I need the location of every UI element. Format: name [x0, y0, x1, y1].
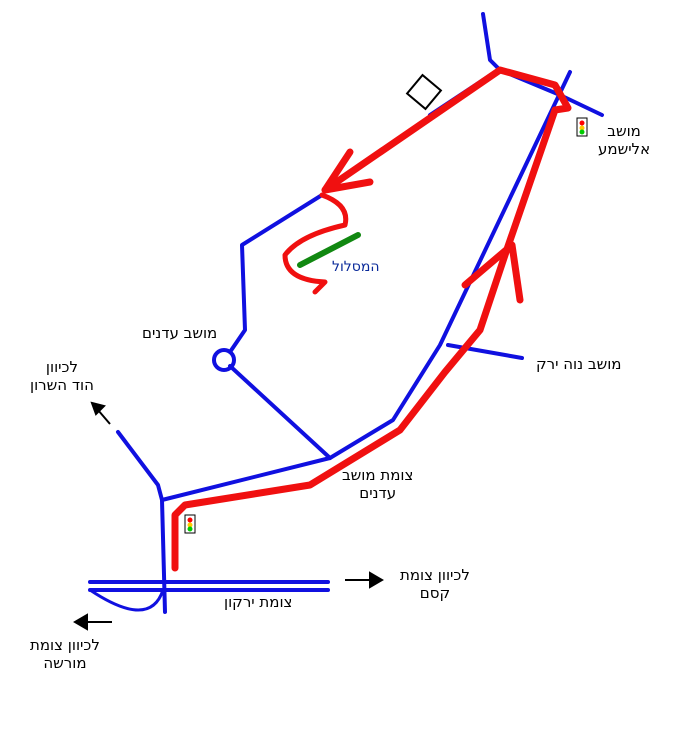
yarkon-ramp	[88, 588, 165, 612]
track-entry-route	[282, 192, 349, 295]
label-elishama: מושב אלישמע	[598, 122, 650, 158]
label-edanim-junction: צומת מושב עדנים	[342, 466, 413, 502]
route-arrowhead-east	[461, 241, 524, 304]
label-line: הוד השרון	[30, 376, 94, 394]
label-line: עדנים	[359, 484, 397, 502]
building-icon	[405, 73, 443, 111]
label-line: קסם	[419, 584, 451, 602]
label-edanim: מושב עדנים	[142, 324, 218, 342]
race-track	[297, 232, 361, 268]
label-line: מורשה	[43, 654, 87, 672]
driving-route	[171, 66, 572, 572]
neve-yarak-road	[446, 343, 524, 360]
hod-hasharon-road	[116, 430, 164, 502]
main-road	[160, 70, 572, 502]
edanim-roundabout	[212, 348, 236, 372]
edanim-road	[228, 364, 332, 460]
traffic-light-icon	[184, 514, 196, 534]
traffic-light-icon	[576, 117, 588, 137]
label-track: המסלול	[332, 259, 380, 275]
label-line: לכיוון צומת	[30, 636, 100, 654]
label-line: לכיוון צומת	[400, 566, 470, 584]
label-line: אלישמע	[598, 140, 651, 158]
top-road	[481, 12, 604, 117]
edanim-north-road	[228, 193, 324, 354]
label-morasha: לכיוון צומת מורשה	[30, 636, 100, 672]
arrow-northwest-icon	[97, 409, 111, 425]
label-hod-hasharon: לכיוון הוד השרון	[30, 358, 94, 394]
label-line: מושב	[607, 122, 641, 140]
label-yarkon-junction: צומת ירקון	[224, 593, 293, 611]
label-line: לכיוון	[45, 358, 78, 376]
route-arrowhead-north	[321, 148, 374, 194]
label-kesem: לכיוון צומת קסם	[400, 566, 470, 602]
label-line: צומת מושב	[342, 466, 414, 484]
label-neve-yarak: מושב נוה ירק	[536, 355, 622, 373]
south-road	[160, 498, 167, 614]
